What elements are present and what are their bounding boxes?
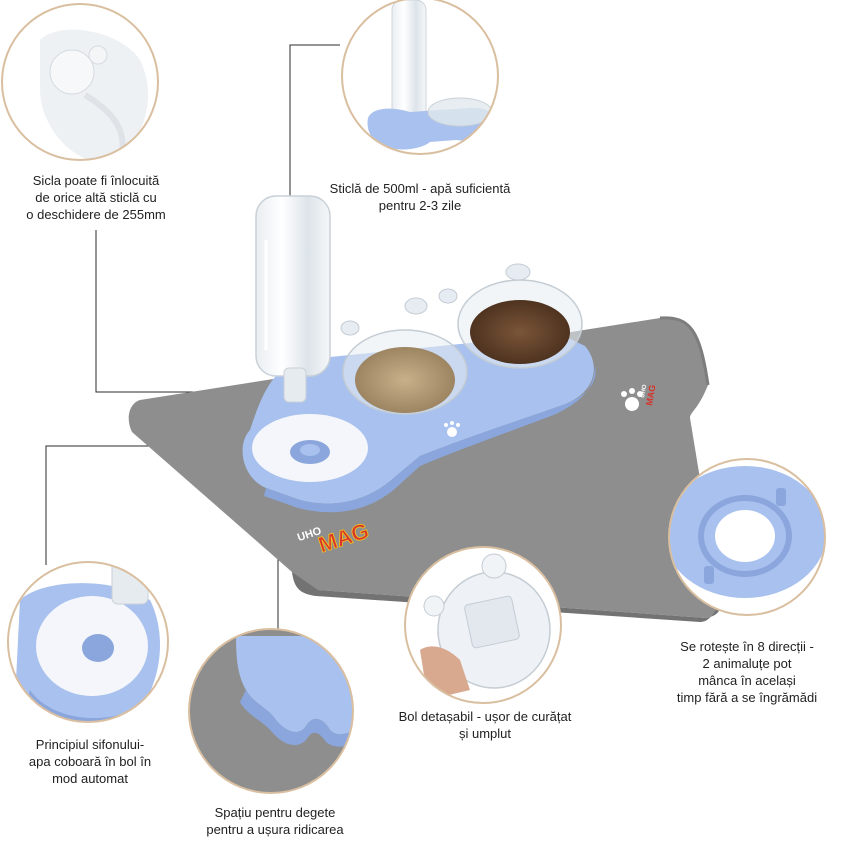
- caption-bottle-capacity: Sticlă de 500ml - apă suficientă pentru …: [329, 181, 511, 213]
- caption-removable-bowl: Bol detașabil - ușor de curățat și umplu…: [398, 709, 572, 741]
- leader-bottle-capacity: [289, 44, 340, 205]
- caption-siphon: Principiul sifonului- apa coboară în bol…: [28, 737, 152, 786]
- caption-rotation: Se rotește în 8 direcții - 2 animaluțe p…: [676, 639, 818, 705]
- water-bottle: [255, 195, 331, 403]
- feeder-base: [242, 334, 596, 513]
- detail-circle-removable-bowl: [404, 546, 562, 704]
- detail-circle-finger-space: [188, 628, 354, 794]
- logo-mag-small: MAG: [644, 384, 657, 406]
- mat-paw-logo: UHO MAG: [621, 384, 658, 411]
- food-bowl-right: [438, 263, 583, 369]
- caption-finger-space: Spațiu pentru degete pentru a ușura ridi…: [206, 805, 344, 837]
- detail-circle-siphon: [7, 561, 169, 723]
- caption-bottle-replace: Sicla poate fi înlocuită de orice altă s…: [26, 173, 166, 222]
- logo-uho-small: UHO: [640, 384, 648, 399]
- detail-circle-bottle-base: [341, 0, 499, 155]
- detail-circle-rotation: [668, 458, 826, 616]
- detail-circle-bottle-cap: [1, 3, 159, 161]
- food-bowl-left: [340, 297, 468, 415]
